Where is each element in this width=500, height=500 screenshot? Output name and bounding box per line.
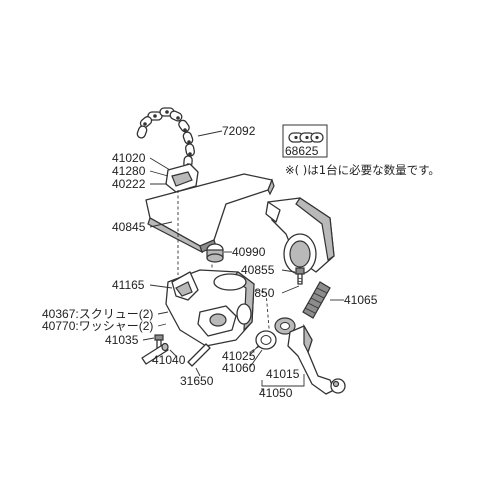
label-41060: 41060 <box>222 361 256 375</box>
label-41280: 41280 <box>112 164 146 178</box>
label-40855: 40855 <box>241 263 275 277</box>
lever-part <box>287 323 346 395</box>
label-40367: 40367:スクリュー(2) <box>42 307 153 321</box>
label-40990: 40990 <box>232 245 266 259</box>
handle-plate-part-40845 <box>145 173 275 254</box>
label-40845: 40845 <box>112 220 146 234</box>
screw-part-40855 <box>295 267 305 285</box>
label-41015: 41015 <box>266 367 300 381</box>
label-41065: 41065 <box>344 293 378 307</box>
label-31650: 31650 <box>180 374 214 388</box>
label-41035: 41035 <box>105 333 139 347</box>
ring-part-41060 <box>274 317 296 335</box>
quantity-note: ※( )は1台に必要な数量です。 <box>285 163 440 177</box>
handle-sleeve-part <box>265 197 335 275</box>
label-40770: 40770:ワッシャー(2) <box>42 319 153 333</box>
pin-part-31650 <box>187 343 211 367</box>
label-41050: 41050 <box>259 386 293 400</box>
chain-part-72092 <box>136 107 223 169</box>
pin-part-41040 <box>141 342 169 365</box>
label-41025: 41025 <box>222 349 256 363</box>
spring-part-41065 <box>302 281 331 319</box>
label-41165: 41165 <box>112 278 145 292</box>
label-41040: 41040 <box>152 353 186 367</box>
label-40222: 40222 <box>112 177 146 191</box>
roller-part-40990 <box>206 243 224 263</box>
label-72092: 72092 <box>222 124 256 138</box>
chain-link-part-68625 <box>282 124 328 158</box>
washer-part-41025 <box>255 330 277 350</box>
chain-hook-part <box>149 157 199 193</box>
label-41020: 41020 <box>112 151 146 165</box>
body-part-41165 <box>165 269 255 347</box>
label-68625: 68625 <box>285 144 319 158</box>
